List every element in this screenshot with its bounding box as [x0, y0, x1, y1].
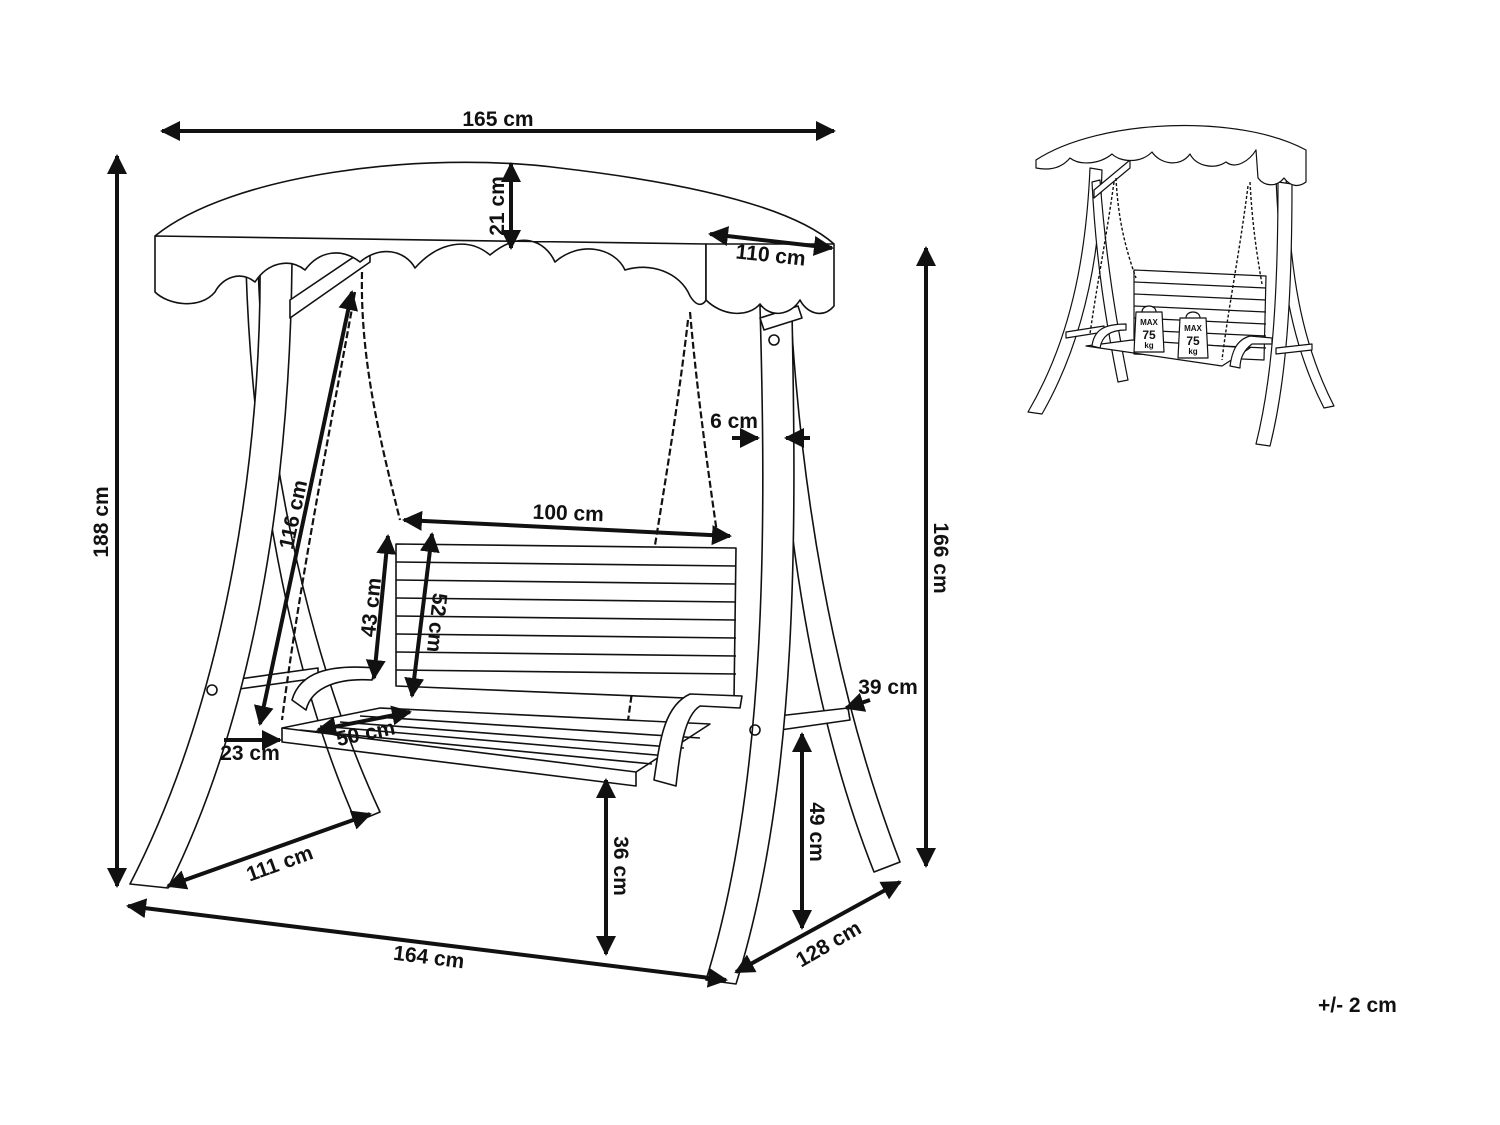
max-label-right: MAX [1184, 324, 1202, 333]
max-unit-right: kg [1188, 347, 1197, 356]
canopy-side-skirt [705, 243, 835, 315]
armrest-offset-label: 23 cm [220, 742, 280, 765]
right-chain-front [688, 311, 720, 541]
swing-drawing [129, 161, 901, 985]
thumbnail-labels: MAX 75 kg MAX 75 kg [1140, 318, 1202, 356]
canopy-top [154, 161, 835, 245]
backrest-height-label: 43 cm [357, 577, 386, 639]
max-value-right: 75 [1186, 334, 1200, 348]
seat-ground-height-label: 36 cm [609, 836, 632, 896]
bolt [768, 334, 780, 346]
seat-width-label: 100 cm [532, 501, 604, 526]
max-label-left: MAX [1140, 318, 1158, 327]
tolerance-note: +/- 2 cm [1318, 994, 1397, 1017]
dimension-lines [107, 121, 936, 988]
front-right-leg [705, 305, 795, 985]
max-value-left: 75 [1142, 328, 1156, 342]
table-height-label: 49 cm [805, 802, 828, 862]
bolt [206, 684, 218, 696]
canopy-width-label: 165 cm [462, 108, 533, 131]
swing-thumbnail [1027, 124, 1335, 447]
side-table-depth-label: 39 cm [858, 676, 918, 699]
front-left-leg [129, 257, 293, 889]
canopy-front-skirt [154, 235, 707, 306]
canopy-height-label: 21 cm [486, 176, 509, 236]
bolt [749, 724, 761, 736]
beam-thickness-label: 6 cm [710, 410, 758, 433]
max-unit-left: kg [1144, 341, 1153, 350]
right-armrest [653, 693, 743, 787]
swing-height-label: 166 cm [929, 522, 952, 593]
weight-icon-right [1177, 311, 1209, 359]
left-chain-front [360, 271, 402, 521]
total-height-label: 188 cm [90, 486, 113, 557]
weight-icon-left [1133, 305, 1165, 353]
